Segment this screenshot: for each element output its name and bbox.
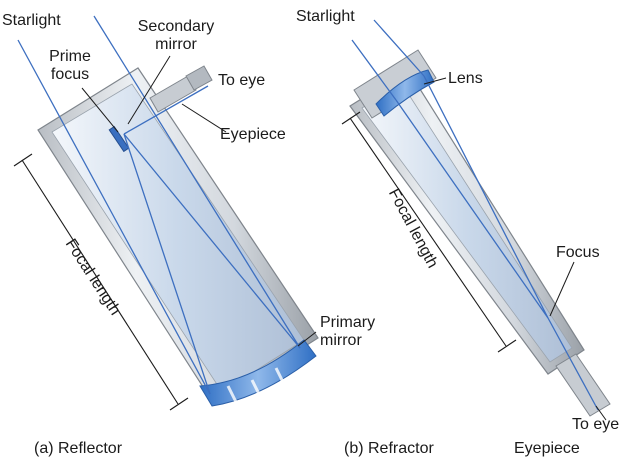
secondary-mirror-label-line2: mirror xyxy=(155,36,197,53)
reflector-caption: (a) Reflector xyxy=(34,440,123,457)
primary-mirror-label-line1: Primary xyxy=(320,314,376,331)
primary-mirror-label-line2: mirror xyxy=(320,332,362,349)
prime-focus-pointer xyxy=(81,87,119,133)
secondary-mirror xyxy=(108,125,130,153)
refractor-eyepiece-tube xyxy=(555,353,611,417)
refractor-caption: (b) Refractor xyxy=(344,440,434,457)
to-eye-arrow xyxy=(595,405,607,421)
focus-label: Focus xyxy=(556,244,600,261)
reflector-light-rays xyxy=(17,15,301,395)
refractor-eyepiece-label: Eyepiece xyxy=(514,440,580,457)
reflector-eyepiece-tube xyxy=(149,75,197,113)
prime-focus-label: Prime focus xyxy=(40,48,100,84)
refractor-light-rays xyxy=(351,19,599,411)
refractor-telescope xyxy=(341,19,611,421)
prime-focus-label-line1: Prime xyxy=(49,48,91,65)
refractor-to-eye-label: To eye xyxy=(572,416,620,433)
objective-lens xyxy=(375,69,435,117)
refractor-focal-length-dimension xyxy=(341,111,517,353)
lens-label: Lens xyxy=(448,70,483,87)
reflector-to-eye-label: To eye xyxy=(218,72,266,89)
reflector-focal-length-dimension xyxy=(13,153,189,411)
refractor-tube-interior xyxy=(361,83,573,363)
lens-pointer xyxy=(423,77,447,85)
reflector-eyepiece-label: Eyepiece xyxy=(220,126,286,143)
focus-pointer xyxy=(549,261,575,317)
reflector-telescope xyxy=(13,15,319,411)
primary-mirror-pointer xyxy=(297,331,317,347)
primary-mirror-label: Primary mirror xyxy=(320,314,375,350)
secondary-mirror-label-line1: Secondary xyxy=(137,18,215,35)
refractor-starlight-label: Starlight xyxy=(296,8,355,25)
secondary-mirror-label: Secondary mirror xyxy=(128,18,224,54)
secondary-mirror-pointer xyxy=(127,55,171,125)
eyepiece-pointer xyxy=(181,103,227,133)
reflector-starlight-label: Starlight xyxy=(2,12,61,29)
reflector-eyepiece-cap xyxy=(185,65,213,91)
prime-focus-label-line2: focus xyxy=(50,66,90,83)
